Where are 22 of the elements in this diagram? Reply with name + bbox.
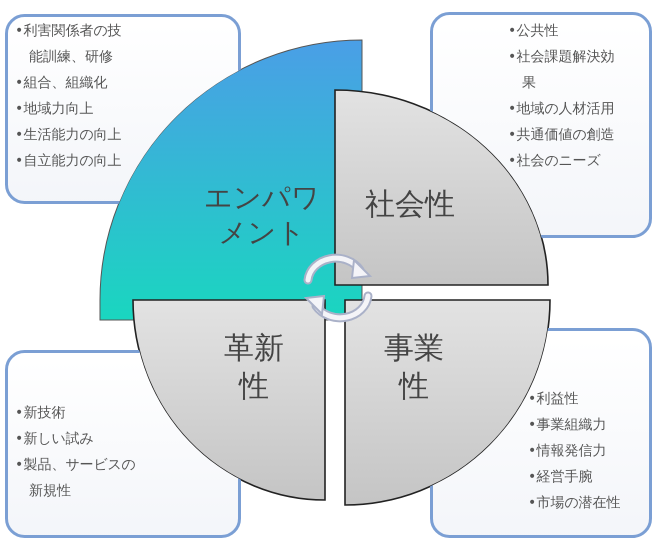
bullet-item: •新技術 — [15, 404, 66, 423]
sector-title: 事業性 — [383, 330, 445, 405]
bullet-item: •地域の人材活用 — [508, 100, 616, 119]
bullet-item: •生活能力の向上 — [15, 126, 122, 145]
bullet-item: •地域力向上 — [15, 100, 94, 119]
bullet-item: •社会のニーズ — [508, 152, 602, 171]
bullet-item: •自立能力の向上 — [15, 152, 122, 171]
bullet-item: •情報発信力 — [528, 442, 608, 461]
sector-title: 社会性 — [364, 186, 456, 224]
bullet-item: •利益性 — [528, 390, 580, 409]
bullet-item: •共通価値の創造 — [508, 126, 616, 145]
sector-title: 革新性 — [223, 330, 285, 405]
sector-title: エンパワメント — [203, 180, 321, 250]
bullet-item: •経営手腕 — [528, 468, 594, 487]
bullet-item: •組合、組織化 — [15, 74, 108, 93]
bullet-item: •公共性 — [508, 22, 560, 41]
bullet-item: •利害関係者の技能訓練、研修 — [15, 22, 122, 67]
bullet-item: •事業組織力 — [528, 416, 608, 435]
bullet-item: •新しい試み — [15, 430, 94, 449]
bullet-item: •市場の潜在性 — [528, 494, 622, 513]
bullet-item: •社会課題解決効果 — [508, 48, 616, 93]
bullet-item: •製品、サービスの新規性 — [15, 456, 136, 501]
